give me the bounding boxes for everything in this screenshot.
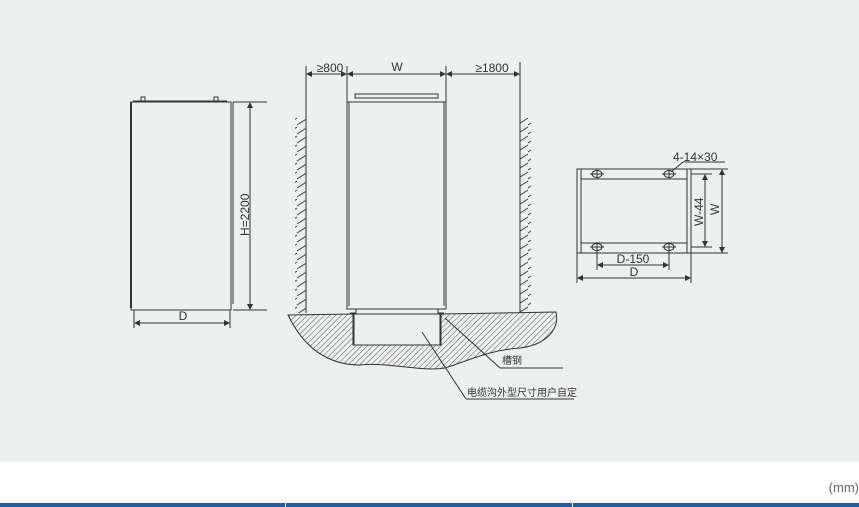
mounting-hole-label: 4-14×30 xyxy=(673,150,718,164)
installation-view xyxy=(287,62,574,400)
install-width-label: W xyxy=(391,60,403,74)
rear-clearance-label: ≥1800 xyxy=(475,61,509,75)
height-dimension-label: H=2200 xyxy=(238,193,252,236)
cabinet-dimension-diagram: H=2200 D ≥800 W ≥1800 槽钢 电缆沟外型尺寸用户自定 xyxy=(130,60,728,400)
inner-width-label: W-44 xyxy=(692,197,706,226)
column-divider xyxy=(285,503,286,507)
inner-depth-label: D-150 xyxy=(617,252,650,266)
dimension-drawing: H=2200 D ≥800 W ≥1800 槽钢 电缆沟外型尺寸用户自定 xyxy=(0,0,859,462)
table-header-bar xyxy=(0,503,859,507)
bolt-holes xyxy=(590,169,676,252)
column-divider xyxy=(572,503,573,507)
base-width-label: W xyxy=(708,203,722,215)
cable-trench-label: 电缆沟外型尺寸用户自定 xyxy=(467,386,577,399)
base-depth-label: D xyxy=(630,265,639,279)
base-plan-view xyxy=(576,161,728,283)
front-clearance-label: ≥800 xyxy=(317,61,344,75)
channel-steel-label: 槽钢 xyxy=(502,354,522,367)
unit-label: (mm) xyxy=(828,480,859,495)
front-depth-label: D xyxy=(179,309,188,323)
front-view xyxy=(130,96,267,328)
